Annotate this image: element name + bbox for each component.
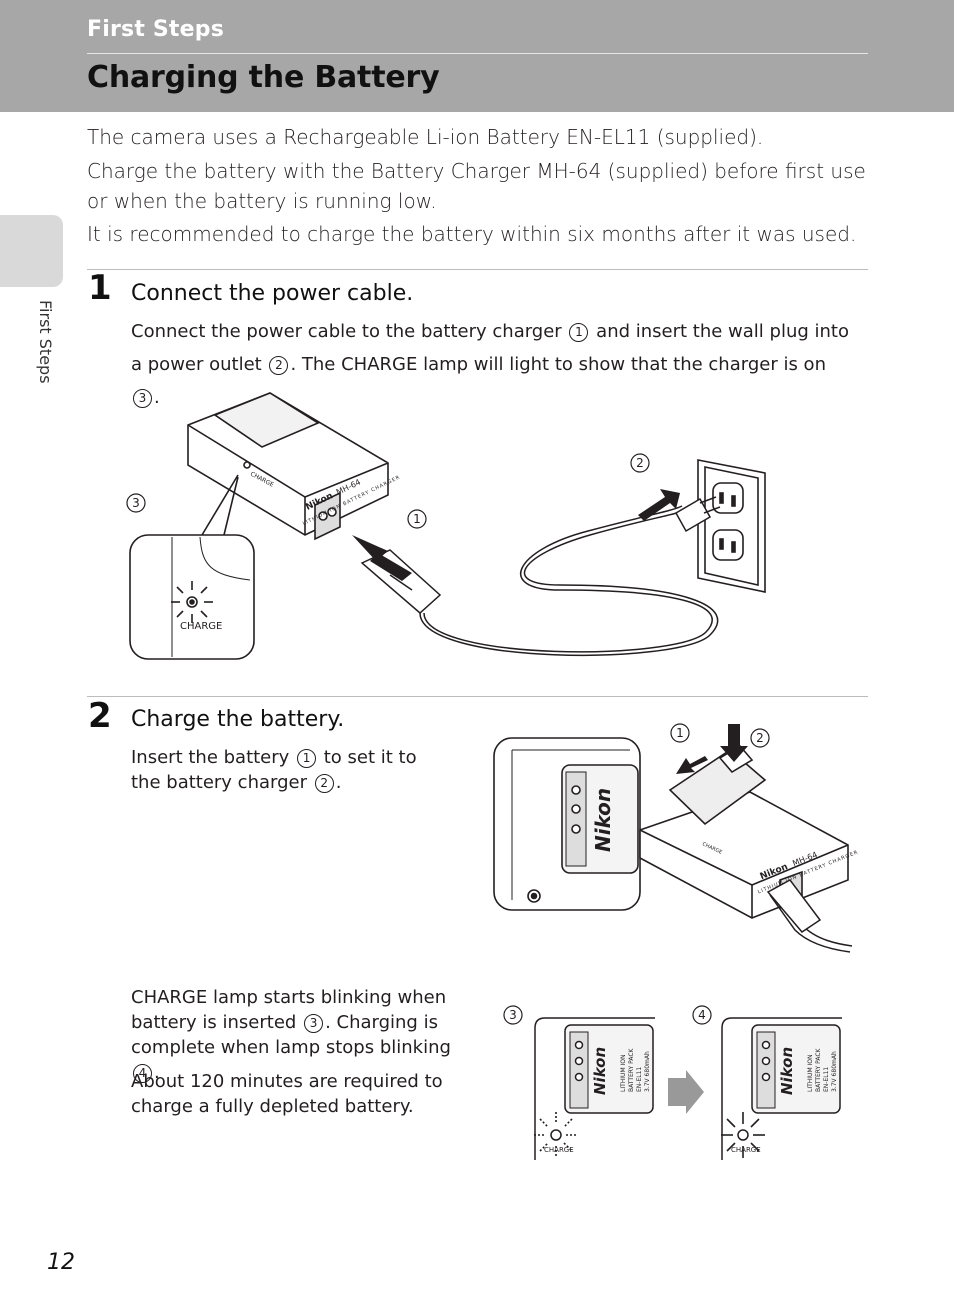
battery-text: EN-EL11	[823, 1067, 830, 1092]
section-divider	[87, 696, 868, 697]
lamp-light-rays	[171, 581, 213, 623]
step-body: Insert the battery 1 to set it to the ba…	[131, 745, 451, 795]
lamp-label: CHARGE	[544, 1146, 574, 1154]
callout-4: 4	[692, 1005, 712, 1025]
text-run: .	[154, 1062, 160, 1083]
battery-brand: Nikon	[591, 1047, 609, 1095]
text-run: .	[335, 772, 342, 793]
wall-outlet	[697, 459, 766, 593]
battery-text: LITHIUM ION	[620, 1054, 627, 1092]
callout-number: 2	[756, 731, 764, 745]
battery-inset	[493, 737, 641, 911]
page-header: First Steps Charging the Battery	[0, 0, 954, 112]
callout-number: 1	[676, 726, 684, 740]
progress-arrow	[668, 1070, 704, 1114]
wall-plug	[674, 496, 721, 533]
callout-marker: 1	[569, 323, 589, 342]
callout-number: 4	[698, 1008, 706, 1022]
charged-panel	[721, 1017, 842, 1160]
text-run: Insert the battery	[131, 747, 296, 768]
callout-number: 3	[509, 1008, 517, 1022]
text-run: . Charging is complete when lamp stops b…	[131, 1012, 451, 1058]
lamp-inset	[129, 474, 255, 660]
callout-2: 2	[750, 728, 770, 748]
text-run: .	[154, 387, 160, 408]
text-run: Connect the power cable to the battery c…	[131, 321, 568, 342]
down-arrow	[720, 724, 748, 762]
step-title: Charge the battery.	[131, 707, 345, 732]
callout-3: 3	[126, 493, 146, 513]
plug-arrow	[638, 489, 680, 521]
callout-marker: 1	[297, 749, 317, 768]
callout-1: 1	[670, 723, 690, 743]
charging-panel	[534, 1017, 655, 1160]
steady-rays	[721, 1112, 765, 1158]
header-rule	[87, 53, 868, 54]
side-tab-label: First Steps	[36, 300, 55, 384]
step-number: 1	[88, 268, 112, 308]
callout-marker: 3	[133, 389, 152, 408]
page-number: 12	[47, 1250, 75, 1275]
text-run: and insert the wall plug into a power ou…	[131, 321, 849, 375]
callout-3: 3	[503, 1005, 523, 1025]
callout-1: 1	[407, 509, 427, 529]
battery-insert-illustration: Nikon Nikon MH-64 LITHIUM ION BATTERY CH…	[493, 723, 859, 953]
battery-charger	[187, 392, 389, 541]
intro-paragraph: The camera uses a Rechargeable Li-ion Ba…	[87, 125, 764, 149]
text-run: to set it to the battery charger	[131, 747, 417, 793]
lamp-label: CHARGE	[180, 621, 222, 632]
battery-text: BATTERY PACK	[628, 1047, 635, 1092]
charge-lamp-status-illustration: Nikon LITHIUM ION BATTERY PACK EN-EL11 3…	[503, 1005, 842, 1160]
battery-text: LITHIUM ION	[807, 1054, 814, 1092]
section-divider	[87, 269, 868, 270]
step-body: Connect the power cable to the battery c…	[131, 315, 851, 414]
callout-marker: 2	[314, 774, 334, 793]
text-run: . The CHARGE lamp will light to show tha…	[290, 354, 826, 375]
blinking-rays	[534, 1112, 578, 1158]
lamp-label: CHARGE	[731, 1146, 761, 1154]
callout-number: 3	[132, 496, 140, 510]
step-title: Connect the power cable.	[131, 281, 414, 306]
callout-marker: 3	[304, 1014, 324, 1033]
left-arrow	[676, 756, 708, 774]
charger-connection-illustration: CHARGE Nikon MH-64 LITHIUM ION BATTERY C…	[126, 392, 766, 660]
intro-paragraph: Charge the battery with the Battery Char…	[87, 159, 866, 213]
battery-text: 3.7V 680mAh	[644, 1051, 651, 1092]
text-run: CHARGE lamp starts blinking when battery…	[131, 987, 447, 1033]
insert-arrow-shaft	[370, 553, 412, 581]
step-body: About 120 minutes are required to charge…	[131, 1071, 443, 1117]
callout-number: 2	[636, 456, 644, 470]
step-body: CHARGE lamp starts blinking when battery…	[131, 985, 476, 1085]
callout-marker: 4	[133, 1064, 152, 1083]
battery-brand: Nikon	[591, 788, 615, 852]
battery-text: 3.7V 680mAh	[831, 1051, 838, 1092]
battery-text: BATTERY PACK	[815, 1047, 822, 1092]
callout-number: 1	[413, 512, 421, 526]
battery-text: EN-EL11	[636, 1067, 643, 1092]
power-cable	[419, 505, 719, 657]
step-number: 2	[88, 696, 112, 736]
page-title: Charging the Battery	[87, 60, 440, 95]
battery-brand: Nikon	[778, 1047, 796, 1095]
side-tab	[0, 215, 63, 287]
callout-2: 2	[630, 453, 650, 473]
battery-charger	[639, 791, 849, 919]
intro-paragraph: It is recommended to charge the battery …	[87, 222, 857, 246]
section-label: First Steps	[87, 17, 225, 42]
power-cable	[766, 879, 853, 953]
callout-marker: 2	[269, 356, 289, 375]
